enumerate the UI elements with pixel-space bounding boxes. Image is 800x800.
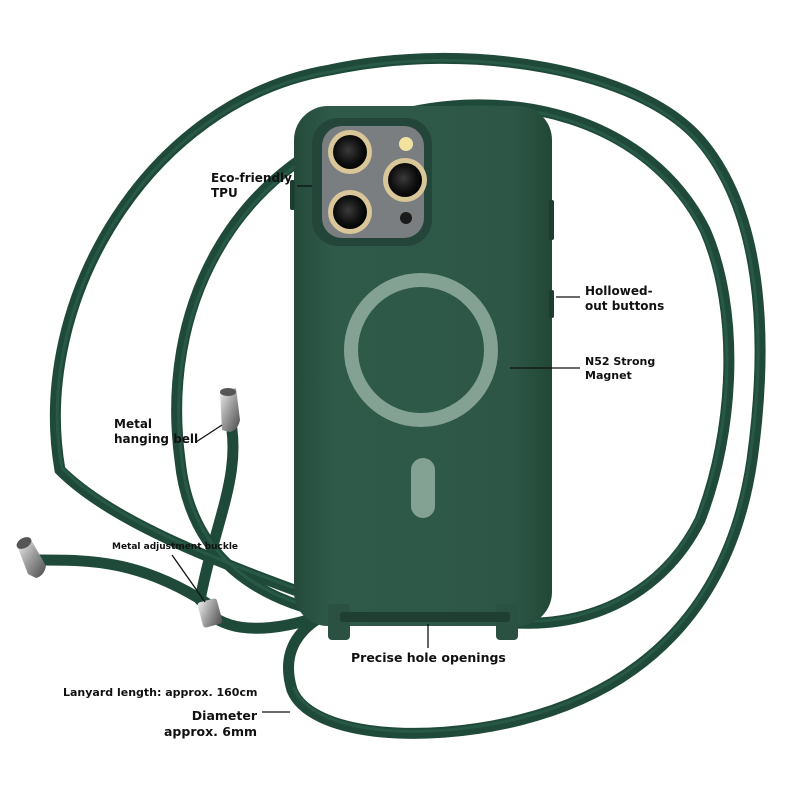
callout-lines — [171, 185, 580, 713]
label-metal-hanging-bell: Metal hanging bell — [114, 417, 199, 446]
camera-lens — [383, 158, 427, 202]
metal-adjustment-buckle — [197, 598, 223, 628]
lanyard-cord — [34, 53, 766, 739]
label-n52-strong-magnet: N52 Strong Magnet — [585, 355, 656, 382]
label-eco-friendly-tpu: Eco-friendly TPU — [211, 171, 292, 200]
camera-lens — [328, 130, 372, 174]
label-metal-adjustment-buckle: Metal adjustment buckle — [112, 542, 239, 552]
camera-lens — [328, 190, 372, 234]
sensor — [400, 212, 412, 224]
flash — [399, 137, 413, 151]
camera-module — [312, 118, 432, 246]
metal-hanging-bell-2 — [16, 537, 46, 578]
metal-hanging-bell — [220, 388, 240, 432]
magsafe-ring — [344, 273, 498, 518]
label-lanyard-length: Lanyard length: approx. 160cm — [63, 686, 258, 699]
label-precise-hole-openings: Precise hole openings — [351, 650, 506, 665]
label-diameter: Diameter approx. 6mm — [164, 708, 257, 739]
label-hollowed-out-buttons: Hollowed- out buttons — [585, 284, 665, 313]
